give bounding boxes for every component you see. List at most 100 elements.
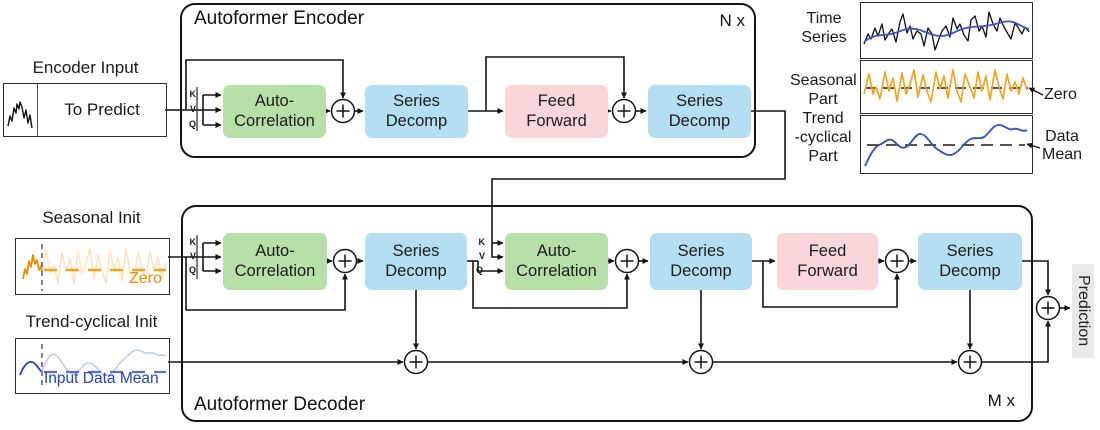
add-icon (614, 248, 640, 274)
decoder-series-decomp-2-block: Series Decomp (650, 233, 752, 290)
prediction-label: Prediction (1075, 275, 1092, 347)
label-line: -cyclical (794, 128, 852, 146)
encoder-repeat-count: N x (719, 11, 746, 30)
block-label-line: Feed (537, 92, 576, 111)
trend-cyclical-part-label: Trend -cyclical Part (790, 110, 856, 167)
block-label-line: Series (392, 242, 440, 261)
encoder-title: Autoformer Encoder (194, 8, 365, 29)
block-label-line: Decomp (385, 261, 447, 280)
add-icon (688, 349, 714, 375)
decoder-feed-forward-block: Feed Forward (777, 233, 878, 290)
decoder-title: Autoformer Decoder (194, 394, 366, 415)
value-label: V (189, 104, 196, 114)
zero-annotation: Zero (1044, 86, 1077, 103)
decoder-auto-correlation-2-block: Auto- Correlation (505, 233, 608, 290)
trend-curve (864, 124, 1028, 167)
block-label-line: Auto- (255, 242, 295, 261)
decoder-series-decomp-3-block: Series Decomp (918, 233, 1022, 290)
decoder-container (181, 205, 1033, 422)
label-line: Mean (1041, 146, 1083, 164)
query-label: Q (475, 265, 483, 275)
block-label-line: Correlation (234, 111, 315, 130)
trend-curves (864, 124, 1028, 167)
data-mean-annotation: Data Mean (1038, 128, 1086, 165)
label-line: Time (806, 10, 842, 27)
seasonal-init-label: Seasonal Init (42, 208, 141, 227)
future-seasonal-ghost-curve (41, 248, 167, 284)
encoder-series-decomp-1-block: Series Decomp (365, 85, 468, 138)
block-label-line: Feed (808, 242, 847, 261)
decoder-residual-3 (762, 261, 900, 308)
seasonal-output-connector (1022, 260, 1051, 296)
trend-init-box: Input Data Mean (15, 338, 170, 394)
observed-seasonal-curve (22, 254, 43, 280)
seasonal-init-box: Zero (15, 238, 170, 295)
add-icon (884, 248, 910, 274)
label-line: Data (1045, 128, 1079, 145)
seasonal-part-plot (860, 60, 1033, 114)
trend-init-sketch (19, 344, 167, 389)
encoder-residual-2 (485, 56, 627, 111)
trend-init-label: Trend-cyclical Init (25, 312, 158, 331)
raw-series-curve (863, 11, 1030, 51)
block-label-line: Correlation (516, 261, 597, 280)
block-label-line: Auto- (254, 92, 295, 111)
block-label-line: Series (393, 92, 440, 111)
encoder-feed-forward-block: Feed Forward (505, 85, 608, 138)
label-line: Part (808, 147, 838, 165)
input-series-sketch-icon (7, 84, 38, 136)
encoder-container (180, 3, 756, 158)
add-icon (1035, 295, 1061, 321)
decoder-input-connector (168, 235, 222, 279)
label-line: Trend (802, 110, 844, 127)
trend-init-mean-annotation: Input Data Mean (44, 370, 159, 387)
encoder-input-label: Encoder Input (32, 58, 139, 77)
time-series-curves (863, 11, 1030, 51)
key-label: K (189, 89, 197, 99)
time-series-plot (860, 2, 1033, 59)
encoder-series-decomp-2-block: Series Decomp (648, 85, 751, 138)
add-icon (332, 248, 358, 274)
block-label-line: Series (946, 242, 994, 261)
label-line: Series (801, 28, 847, 46)
block-label-line: Series (677, 242, 725, 261)
query-label: Q (188, 119, 196, 129)
time-series-label: Time Series (792, 10, 856, 48)
future-trend-ghost-curve (41, 349, 167, 377)
add-icon (403, 349, 429, 375)
decoder-residual-1 (185, 257, 348, 311)
decoder-residual-2 (472, 261, 630, 309)
encoder-residual-1 (185, 59, 346, 110)
add-icon (330, 98, 356, 124)
prediction-output: Prediction (1072, 264, 1094, 358)
key-label: K (189, 237, 197, 247)
block-label-line: Series (676, 92, 723, 111)
value-label: V (189, 251, 196, 261)
trend-overlay-curve (863, 20, 1030, 43)
seasonal-init-zero-annotation: Zero (129, 270, 162, 287)
block-label-line: Forward (526, 111, 587, 130)
block-label-line: Auto- (536, 242, 577, 261)
decoder-repeat-count: M x (987, 391, 1015, 410)
seasonal-curve (863, 69, 1028, 103)
block-label-line: Decomp (939, 261, 1001, 280)
seasonal-curves (863, 69, 1028, 103)
add-icon (611, 98, 637, 124)
trend-accumulation-line (168, 320, 1051, 365)
value-label: V (478, 251, 485, 261)
block-label-line: Correlation (234, 261, 316, 280)
mean-annotation-arrow (1026, 142, 1041, 149)
seasonal-init-sketch (22, 244, 167, 291)
encoder-input-connector (165, 87, 222, 131)
observed-trend-curve (19, 360, 43, 376)
decoder-series-decomp-1-block: Series Decomp (365, 233, 467, 290)
zero-annotation-arrow (1028, 87, 1044, 96)
sum-nodes (330, 98, 1061, 375)
encoder-to-decoder-connector (491, 110, 786, 260)
block-label-line: Forward (797, 261, 858, 280)
encoder-auto-correlation-block: Auto- Correlation (223, 85, 326, 138)
seasonal-part-label: Seasonal Part (790, 72, 857, 110)
block-label-line: Decomp (385, 111, 448, 130)
